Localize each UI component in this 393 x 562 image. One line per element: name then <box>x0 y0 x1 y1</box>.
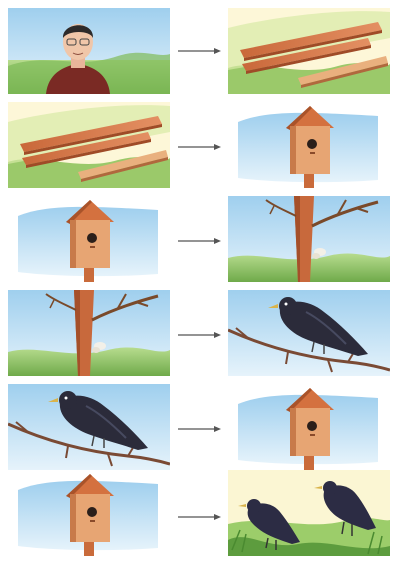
arrow-icon <box>176 512 222 522</box>
portrait-image <box>8 8 170 94</box>
arrow-icon <box>176 330 222 340</box>
arrow-icon <box>176 46 222 56</box>
birdhouse-image <box>228 384 390 470</box>
planks-image <box>228 8 390 94</box>
planks-image <box>8 102 170 188</box>
tree-image <box>8 290 170 376</box>
arrow-icon <box>176 424 222 434</box>
starling-image <box>8 384 170 470</box>
arrow-icon <box>176 236 222 246</box>
starling-image <box>228 290 390 376</box>
birdhouse-image <box>228 102 390 188</box>
birdhouse-image <box>8 196 170 282</box>
tree-image <box>228 196 390 282</box>
arrow-icon <box>176 142 222 152</box>
two-starlings-image <box>228 470 390 556</box>
birdhouse-image <box>8 470 170 556</box>
